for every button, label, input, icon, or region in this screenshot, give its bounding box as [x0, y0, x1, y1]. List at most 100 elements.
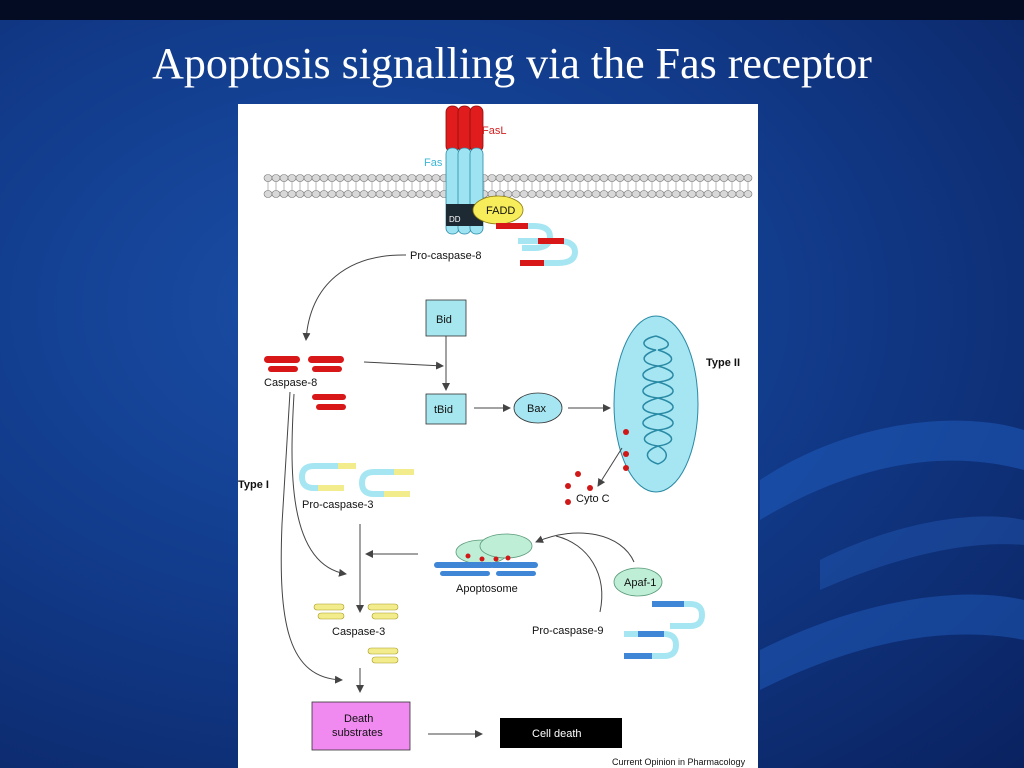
membrane-lipid — [431, 174, 441, 182]
membrane-lipid — [327, 174, 337, 182]
membrane-lipid — [287, 174, 297, 182]
membrane-lipid — [663, 190, 673, 198]
membrane-lipid — [639, 190, 649, 198]
membrane-lipid — [511, 174, 521, 182]
tbid-box — [425, 393, 467, 425]
bax-label: Bax — [527, 403, 546, 415]
membrane-lipid — [391, 174, 401, 182]
membrane-lipid — [607, 190, 617, 198]
membrane-lipid — [519, 174, 529, 182]
membrane-lipid — [719, 174, 729, 182]
membrane-lipid — [423, 174, 433, 182]
membrane-lipid — [519, 190, 529, 198]
membrane-lipid — [727, 174, 737, 182]
membrane-lipid — [647, 174, 657, 182]
membrane-lipid — [415, 190, 425, 198]
membrane-lipid — [679, 174, 689, 182]
apoptosome — [434, 533, 538, 576]
membrane-lipid — [343, 190, 353, 198]
membrane-lipid — [575, 174, 585, 182]
membrane-lipid — [367, 174, 377, 182]
membrane-lipid — [399, 174, 409, 182]
membrane-lipid — [503, 174, 513, 182]
membrane-lipid — [615, 174, 625, 182]
membrane-lipid — [271, 174, 281, 182]
membrane-lipid — [311, 174, 321, 182]
death-substrates-box — [311, 701, 411, 751]
membrane-lipid — [743, 174, 753, 182]
membrane-lipid — [695, 190, 705, 198]
fas-label: Fas — [424, 157, 443, 169]
membrane-lipid — [487, 174, 497, 182]
membrane-lipid — [623, 174, 633, 182]
membrane-lipid — [591, 174, 601, 182]
apaf-1-oval — [613, 567, 663, 597]
membrane-lipid — [303, 174, 313, 182]
fasl-ligand — [445, 105, 484, 153]
fasl-label: FasL — [482, 125, 506, 137]
membrane-lipid — [535, 174, 545, 182]
membrane-lipid — [647, 190, 657, 198]
death-substrates-line2: substrates — [332, 727, 383, 739]
membrane-lipid — [351, 190, 361, 198]
membrane-lipid — [607, 174, 617, 182]
membrane-lipid — [495, 174, 505, 182]
credit-label: Current Opinion in Pharmacology — [612, 757, 746, 767]
membrane-lipid — [639, 174, 649, 182]
membrane-lipid — [527, 174, 537, 182]
membrane-lipid — [583, 174, 593, 182]
caspase-3-label: Caspase-3 — [332, 626, 385, 638]
membrane-lipid — [543, 190, 553, 198]
membrane-lipid — [319, 174, 329, 182]
membrane-lipid — [703, 190, 713, 198]
cyto-c-dots — [565, 471, 593, 505]
membrane-lipid — [415, 174, 425, 182]
membrane-lipid — [631, 174, 641, 182]
membrane-lipid — [335, 174, 345, 182]
cell-death-box — [500, 718, 622, 748]
membrane-lipid — [623, 190, 633, 198]
membrane-lipid — [559, 174, 569, 182]
cell-membrane — [263, 174, 758, 198]
membrane-lipid — [631, 190, 641, 198]
membrane-lipid — [703, 174, 713, 182]
bid-label: Bid — [436, 314, 452, 326]
membrane-lipid — [615, 190, 625, 198]
pro-caspase-9-label: Pro-caspase-9 — [532, 625, 604, 637]
membrane-lipid — [551, 190, 561, 198]
membrane-lipid — [567, 174, 577, 182]
fas-apoptosis-diagram: FasL Fas DD FADD Pro-caspase-8 Caspase-8… — [238, 105, 758, 767]
membrane-lipid — [271, 190, 281, 198]
membrane-lipid — [399, 190, 409, 198]
membrane-lipid — [679, 190, 689, 198]
membrane-lipid — [407, 190, 417, 198]
membrane-lipid — [687, 190, 697, 198]
membrane-lipid — [743, 190, 753, 198]
membrane-lipid — [695, 174, 705, 182]
membrane-lipid — [311, 190, 321, 198]
membrane-lipid — [535, 190, 545, 198]
membrane-lipid — [367, 190, 377, 198]
membrane-lipid — [263, 174, 273, 182]
caspase-8-label: Caspase-8 — [264, 377, 317, 389]
caspase-3-molecules — [313, 603, 399, 664]
type-i-label: Type I — [238, 479, 269, 491]
membrane-lipid — [567, 190, 577, 198]
membrane-lipid — [295, 174, 305, 182]
membrane-lipid — [591, 190, 601, 198]
membrane-lipid — [575, 190, 585, 198]
membrane-lipid — [655, 174, 665, 182]
membrane-lipid — [279, 174, 289, 182]
membrane-lipid — [287, 190, 297, 198]
membrane-lipid — [359, 174, 369, 182]
slide-top-bar — [0, 0, 1024, 20]
membrane-lipid — [383, 190, 393, 198]
membrane-lipid — [351, 174, 361, 182]
death-substrates-line1: Death — [344, 713, 373, 725]
membrane-lipid — [295, 190, 305, 198]
membrane-lipid — [543, 174, 553, 182]
membrane-lipid — [383, 174, 393, 182]
membrane-lipid — [359, 190, 369, 198]
pro-caspase-3-label: Pro-caspase-3 — [302, 499, 374, 511]
